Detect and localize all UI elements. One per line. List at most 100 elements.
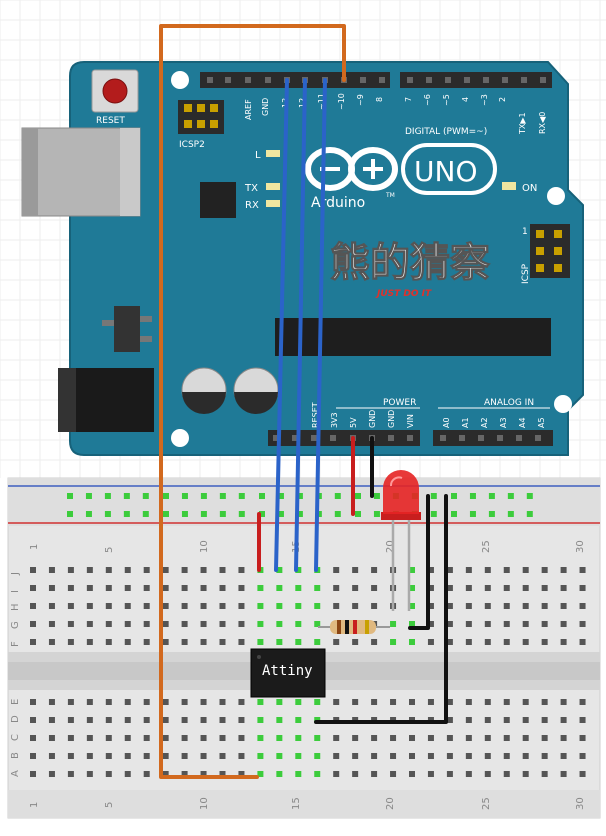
breadboard-hole[interactable] [105,717,112,723]
breadboard-hole[interactable] [238,717,245,723]
breadboard-hole[interactable] [465,567,472,573]
breadboard-hole[interactable] [560,753,567,759]
breadboard-hole[interactable] [484,717,491,723]
power-rail-hole[interactable] [200,493,207,499]
breadboard-hole[interactable] [503,585,510,591]
breadboard-hole[interactable] [541,735,548,741]
breadboard-hole[interactable] [276,735,283,741]
power-rail-hole[interactable] [123,493,130,499]
header-pin[interactable] [497,435,503,441]
breadboard-hole[interactable] [314,603,321,609]
power-rail-hole[interactable] [296,493,303,499]
breadboard-hole[interactable] [48,639,55,645]
breadboard-hole[interactable] [314,735,321,741]
power-rail-hole[interactable] [123,511,130,517]
breadboard-hole[interactable] [484,621,491,627]
breadboard-hole[interactable] [124,699,131,705]
power-rail-hole[interactable] [507,511,514,517]
breadboard-hole[interactable] [390,639,397,645]
breadboard-hole[interactable] [219,699,226,705]
breadboard-hole[interactable] [181,639,188,645]
black-wire[interactable] [408,494,430,630]
power-rail-hole[interactable] [259,493,265,499]
breadboard-hole[interactable] [219,717,226,723]
breadboard-hole[interactable] [484,771,491,777]
breadboard-hole[interactable] [465,699,472,705]
breadboard-hole[interactable] [484,603,491,609]
breadboard-hole[interactable] [579,699,586,705]
breadboard-hole[interactable] [579,603,586,609]
breadboard-hole[interactable] [86,621,93,627]
breadboard-hole[interactable] [446,603,453,609]
red-led[interactable] [381,470,421,611]
power-rail-hole[interactable] [277,511,284,517]
breadboard-hole[interactable] [541,771,548,777]
breadboard-hole[interactable] [446,717,453,723]
breadboard-hole[interactable] [465,753,472,759]
breadboard-hole[interactable] [67,585,74,591]
breadboard-hole[interactable] [427,567,434,573]
power-rail-hole[interactable] [181,493,188,499]
breadboard-hole[interactable] [143,735,150,741]
breadboard-hole[interactable] [67,639,74,645]
breadboard-hole[interactable] [238,603,245,609]
breadboard-hole[interactable] [219,585,226,591]
header-pin[interactable] [426,77,432,83]
breadboard-hole[interactable] [67,621,74,627]
breadboard-hole[interactable] [446,567,453,573]
breadboard-hole[interactable] [352,603,359,609]
breadboard-hole[interactable] [238,699,245,705]
power-rail-hole[interactable] [104,511,111,517]
breadboard-hole[interactable] [86,603,93,609]
breadboard-hole[interactable] [124,735,131,741]
breadboard-hole[interactable] [143,771,150,777]
power-rail-hole[interactable] [219,493,226,499]
breadboard-hole[interactable] [409,699,415,705]
breadboard-hole[interactable] [67,567,74,573]
breadboard-hole[interactable] [219,735,226,741]
header-pin[interactable] [311,435,317,441]
breadboard-hole[interactable] [371,585,378,591]
breadboard-hole[interactable] [503,639,510,645]
power-rail-hole[interactable] [85,493,92,499]
breadboard-hole[interactable] [162,699,169,705]
header-pin[interactable] [521,77,527,83]
breadboard-hole[interactable] [257,603,264,609]
breadboard-hole[interactable] [238,735,245,741]
breadboard-hole[interactable] [522,621,529,627]
breadboard-hole[interactable] [124,771,131,777]
power-rail-hole[interactable] [488,493,495,499]
power-rail-hole[interactable] [163,493,169,499]
header-pin[interactable] [407,77,413,83]
breadboard-hole[interactable] [200,717,207,723]
breadboard-hole[interactable] [219,753,226,759]
breadboard-hole[interactable] [503,699,510,705]
breadboard-hole[interactable] [314,771,321,777]
breadboard-hole[interactable] [503,771,510,777]
breadboard-hole[interactable] [105,585,112,591]
breadboard-hole[interactable] [276,585,283,591]
breadboard-hole[interactable] [30,717,36,723]
breadboard-hole[interactable] [219,621,226,627]
breadboard-hole[interactable] [352,585,359,591]
breadboard-hole[interactable] [200,567,207,573]
breadboard-hole[interactable] [143,699,150,705]
breadboard-hole[interactable] [219,639,226,645]
breadboard-hole[interactable] [276,771,283,777]
header-pin[interactable] [440,435,446,441]
breadboard-hole[interactable] [352,699,359,705]
breadboard-hole[interactable] [105,621,112,627]
breadboard-hole[interactable] [124,621,131,627]
breadboard-hole[interactable] [465,735,472,741]
breadboard-hole[interactable] [427,603,434,609]
breadboard-hole[interactable] [295,699,302,705]
breadboard-hole[interactable] [295,639,302,645]
breadboard-hole[interactable] [484,639,491,645]
breadboard-hole[interactable] [200,735,207,741]
header-pin[interactable] [516,435,522,441]
breadboard-hole[interactable] [86,639,93,645]
breadboard-hole[interactable] [86,567,93,573]
breadboard-hole[interactable] [465,603,472,609]
breadboard-hole[interactable] [541,639,548,645]
breadboard-hole[interactable] [427,735,434,741]
